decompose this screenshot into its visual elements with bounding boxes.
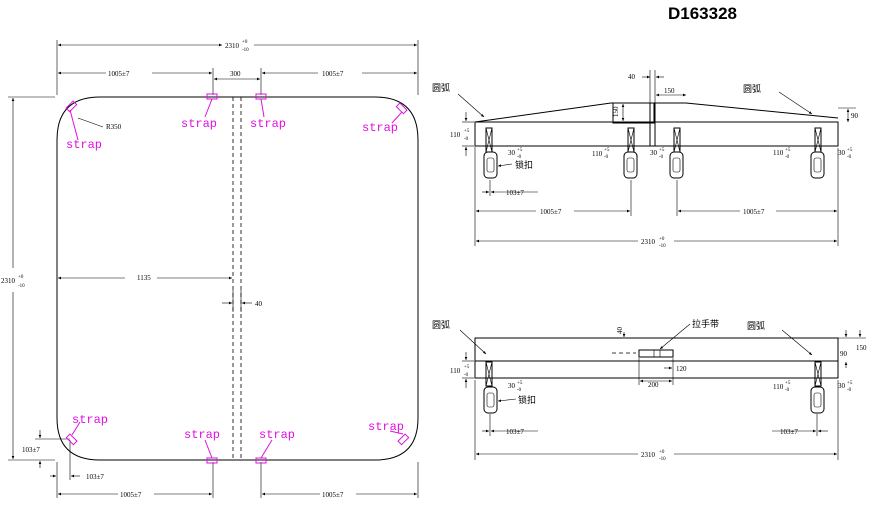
- side-top-half-right: 1005±7: [743, 208, 765, 216]
- strap-label: strap: [184, 428, 220, 442]
- plan-slot-dim: 40: [255, 300, 263, 308]
- strap-tab: [65, 433, 78, 446]
- side-bottom-dim-30: 30: [508, 382, 516, 390]
- svg-text:+5: +5: [604, 148, 610, 153]
- arc-label-left: 圆弧: [432, 82, 450, 94]
- side-bottom-dim-200: 200: [648, 381, 659, 389]
- strap-label: strap: [362, 121, 398, 135]
- side-bottom-dim-110: 110: [450, 367, 461, 375]
- strap-tab: [397, 433, 410, 446]
- side-top-offset: 103±7: [506, 189, 524, 197]
- plan-half-top-right: 1005±7: [322, 70, 344, 78]
- svg-text:-10: -10: [659, 244, 666, 249]
- strap-tab: [395, 102, 408, 115]
- svg-text:-0: -0: [517, 388, 522, 393]
- svg-text:+0: +0: [18, 275, 24, 280]
- plan-half-bottom-right: 1005±7: [322, 491, 344, 499]
- strap-label: strap: [66, 138, 102, 152]
- svg-text:+0: +0: [659, 450, 665, 455]
- plan-gap-top: 300: [230, 70, 241, 78]
- plan-half-top-left: 1005±7: [108, 70, 130, 78]
- side-top-dim-30-right: 30: [838, 149, 846, 157]
- strap-label: strap: [181, 117, 217, 131]
- lock-label-bottom: 锁扣: [518, 394, 536, 406]
- side-bottom-overall: 2310: [641, 451, 656, 459]
- plan-overall-width: 2310: [225, 42, 240, 50]
- svg-text:-10: -10: [242, 48, 249, 53]
- svg-text:-10: -10: [18, 284, 25, 289]
- plan-mid-dim: 1135: [137, 274, 151, 282]
- side-top-dim-40: 40: [628, 73, 636, 81]
- side-body-bottom: [474, 337, 839, 379]
- svg-text:+5: +5: [847, 148, 853, 153]
- side-top-overall: 2310: [641, 238, 656, 246]
- svg-text:-10: -10: [659, 457, 666, 462]
- arc-label-right: 圆弧: [743, 83, 761, 95]
- side-body: [474, 121, 839, 147]
- side-top-half-left: 1005±7: [540, 208, 562, 216]
- strap-tab: [65, 100, 78, 113]
- lock-clasp: [483, 151, 825, 179]
- strap-label: strap: [368, 420, 404, 434]
- strap-label: strap: [72, 413, 108, 427]
- strap-label: strap: [250, 117, 286, 131]
- side-bottom-dim-30-right: 30: [838, 382, 846, 390]
- svg-text:-0: -0: [604, 155, 609, 160]
- svg-text:-0: -0: [464, 137, 469, 142]
- side-top-dim-110: 110: [450, 131, 461, 139]
- side-top-dim-110-right: 110: [773, 149, 784, 157]
- side-top-dim-150-v: 150: [612, 106, 620, 117]
- svg-text:+5: +5: [785, 148, 791, 153]
- side-bottom-dim-150: 150: [856, 344, 867, 352]
- svg-text:-0: -0: [847, 388, 852, 393]
- svg-text:+5: +5: [659, 148, 665, 153]
- svg-text:+5: +5: [785, 381, 791, 386]
- arc-label-right-bottom: 圆弧: [747, 320, 765, 332]
- arched-top: [474, 102, 839, 123]
- svg-text:-0: -0: [785, 388, 790, 393]
- handle-label: 拉手带: [692, 318, 719, 330]
- svg-text:+5: +5: [517, 148, 523, 153]
- lock-label: 锁扣: [515, 159, 533, 171]
- plan-corner-v: 103±7: [22, 446, 40, 454]
- plan-radius: R350: [106, 123, 122, 131]
- side-top-dim-110-mid: 110: [592, 150, 603, 158]
- plan-view: 2310 +0 -10 1005±7 300 1005±7 R350 2310 …: [1, 40, 419, 499]
- arc-label-left-bottom: 圆弧: [432, 319, 450, 331]
- svg-text:+5: +5: [517, 381, 523, 386]
- side-top-dim-150-h: 150: [664, 87, 675, 95]
- side-bottom-offset-left: 103±7: [506, 428, 524, 436]
- side-view-top: 圆弧 圆弧 40 150 150 90 110 +5 -0 30 +5 -0 1…: [432, 70, 859, 249]
- svg-text:+5: +5: [464, 129, 470, 134]
- svg-text:-0: -0: [847, 155, 852, 160]
- side-bottom-dim-110-right: 110: [773, 383, 784, 391]
- plan-overall-height: 2310: [1, 277, 16, 285]
- svg-text:+5: +5: [464, 365, 470, 370]
- svg-text:+5: +5: [847, 381, 853, 386]
- svg-text:-0: -0: [517, 155, 522, 160]
- side-bottom-offset-right: 103±7: [780, 428, 798, 436]
- side-top-dim-90: 90: [851, 112, 859, 120]
- strap-label: strap: [259, 428, 295, 442]
- side-top-dim-30-mid: 30: [650, 149, 658, 157]
- side-bottom-dim-40: 40: [616, 327, 624, 335]
- side-view-bottom: 圆弧 圆弧 拉手带 40 90 150 110 +5 -0 30 +5 -0 1…: [432, 318, 867, 462]
- svg-text:-0: -0: [785, 155, 790, 160]
- side-bottom-dim-120: 120: [676, 365, 687, 373]
- center-seam: [612, 102, 655, 124]
- svg-text:+0: +0: [242, 40, 248, 45]
- svg-text:+0: +0: [659, 237, 665, 242]
- side-bottom-dim-90: 90: [840, 350, 848, 358]
- svg-text:-0: -0: [464, 373, 469, 378]
- plan-outline: [56, 96, 419, 461]
- drawing-code: D163328: [668, 4, 737, 23]
- svg-text:-0: -0: [659, 155, 664, 160]
- side-top-dim-30: 30: [508, 149, 516, 157]
- lock-clasp: [810, 386, 825, 414]
- plan-corner-h: 103±7: [86, 473, 104, 481]
- handle-strap: [638, 349, 674, 358]
- plan-half-bottom-left: 1005±7: [120, 491, 142, 499]
- lock-clasp: [483, 386, 498, 414]
